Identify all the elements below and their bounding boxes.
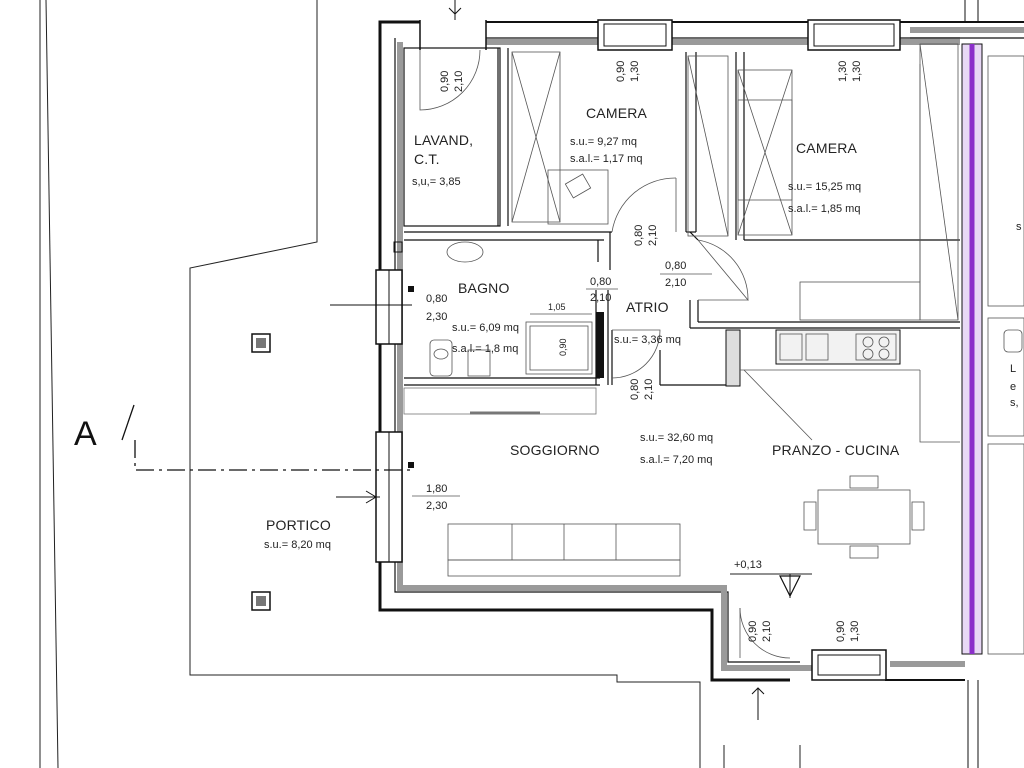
atrio-name: ATRIO [626,299,669,315]
win-camera2-w: 1,30 [837,61,849,82]
section-line: A [74,404,410,471]
portico-su: s.u.= 8,20 mq [264,539,331,551]
camera1-su: s.u.= 9,27 mq [570,136,637,148]
door-lavand-w: 0,90 [439,71,451,92]
shower-width: 1,05 [548,302,566,312]
door-camera2-w: 0,80 [665,260,686,272]
elevation-marker: +0,13 [730,559,812,598]
win-camera2-h: 1,30 [851,61,863,82]
atrio-su: s.u.= 3,36 mq [614,334,681,346]
bagno-su: s.u.= 6,09 mq [452,322,519,334]
interior-walls [403,47,960,443]
door-atrio-w: 0,80 [629,379,641,400]
adjacent-label-mid1: L [1010,363,1016,375]
door-camera2-h: 2,10 [665,277,686,289]
door-bagno-h: 2,10 [590,292,611,304]
adjacent-label-mid3: s, [1010,397,1019,409]
bagno-sai: s.a.l.= 1,8 mq [452,343,518,355]
elevation-label: +0,13 [734,559,762,571]
soggiorno-su: s.u.= 32,60 mq [640,432,713,444]
door-bottom-w: 0,90 [747,621,759,642]
portico-name: PORTICO [266,517,331,533]
win-soggiorno-w: 1,80 [426,483,447,495]
exterior-walls [378,20,1024,682]
camera2-sai: s.a.l.= 1,85 mq [788,203,860,215]
adjacent-label-mid2: e [1010,381,1016,393]
win-bottom-w: 0,90 [835,621,847,642]
shower-height: 0,90 [558,338,568,356]
door-atrio-h: 2,10 [643,379,655,400]
door-camera1-w: 0,80 [633,225,645,246]
win-bagno-w: 0,80 [426,293,447,305]
win-camera1-h: 1,30 [629,61,641,82]
furniture [429,43,1024,655]
camera2-name: CAMERA [796,140,858,156]
room-labels: LAVAND, C.T. s,u,= 3,85 CAMERA s.u.= 9,2… [264,105,900,551]
adjacent-label-top: s [1016,221,1022,233]
opening-labels: 0,90 2,10 0,90 1,30 1,30 1,30 0,80 2,10 … [412,61,863,642]
door-bottom-h: 2,10 [761,621,773,642]
camera1-name: CAMERA [586,105,648,121]
camera2-su: s.u.= 15,25 mq [788,181,861,193]
lavand-name-1: LAVAND, [414,132,473,148]
lavand-name-2: C.T. [414,151,440,167]
section-marker-label: A [74,415,97,453]
lavand-area: s,u,= 3,85 [412,176,461,188]
door-lavand-h: 2,10 [453,71,465,92]
soggiorno-sai: s.a.l.= 7,20 mq [640,454,712,466]
bagno-name: BAGNO [458,280,510,296]
soggiorno-name: SOGGIORNO [510,442,600,458]
party-wall [961,0,983,768]
win-soggiorno-h: 2,30 [426,500,447,512]
pranzo-name: PRANZO - CUCINA [772,442,900,458]
camera1-sai: s.a.l.= 1,17 mq [570,153,642,165]
win-camera1-w: 0,90 [615,61,627,82]
adjacent-unit-labels: s L e s, [1010,221,1022,409]
top-windows [419,0,901,51]
door-bagno-w: 0,80 [590,276,611,288]
win-bagno-h: 2,30 [426,311,447,323]
side-windows [330,269,887,681]
site-lines [39,0,801,768]
wall-markers [393,241,414,468]
win-bottom-h: 1,30 [849,621,861,642]
door-camera1-h: 2,10 [647,225,659,246]
portico-pillars [251,333,271,611]
doors [419,49,791,659]
entry-arrow [751,687,765,720]
